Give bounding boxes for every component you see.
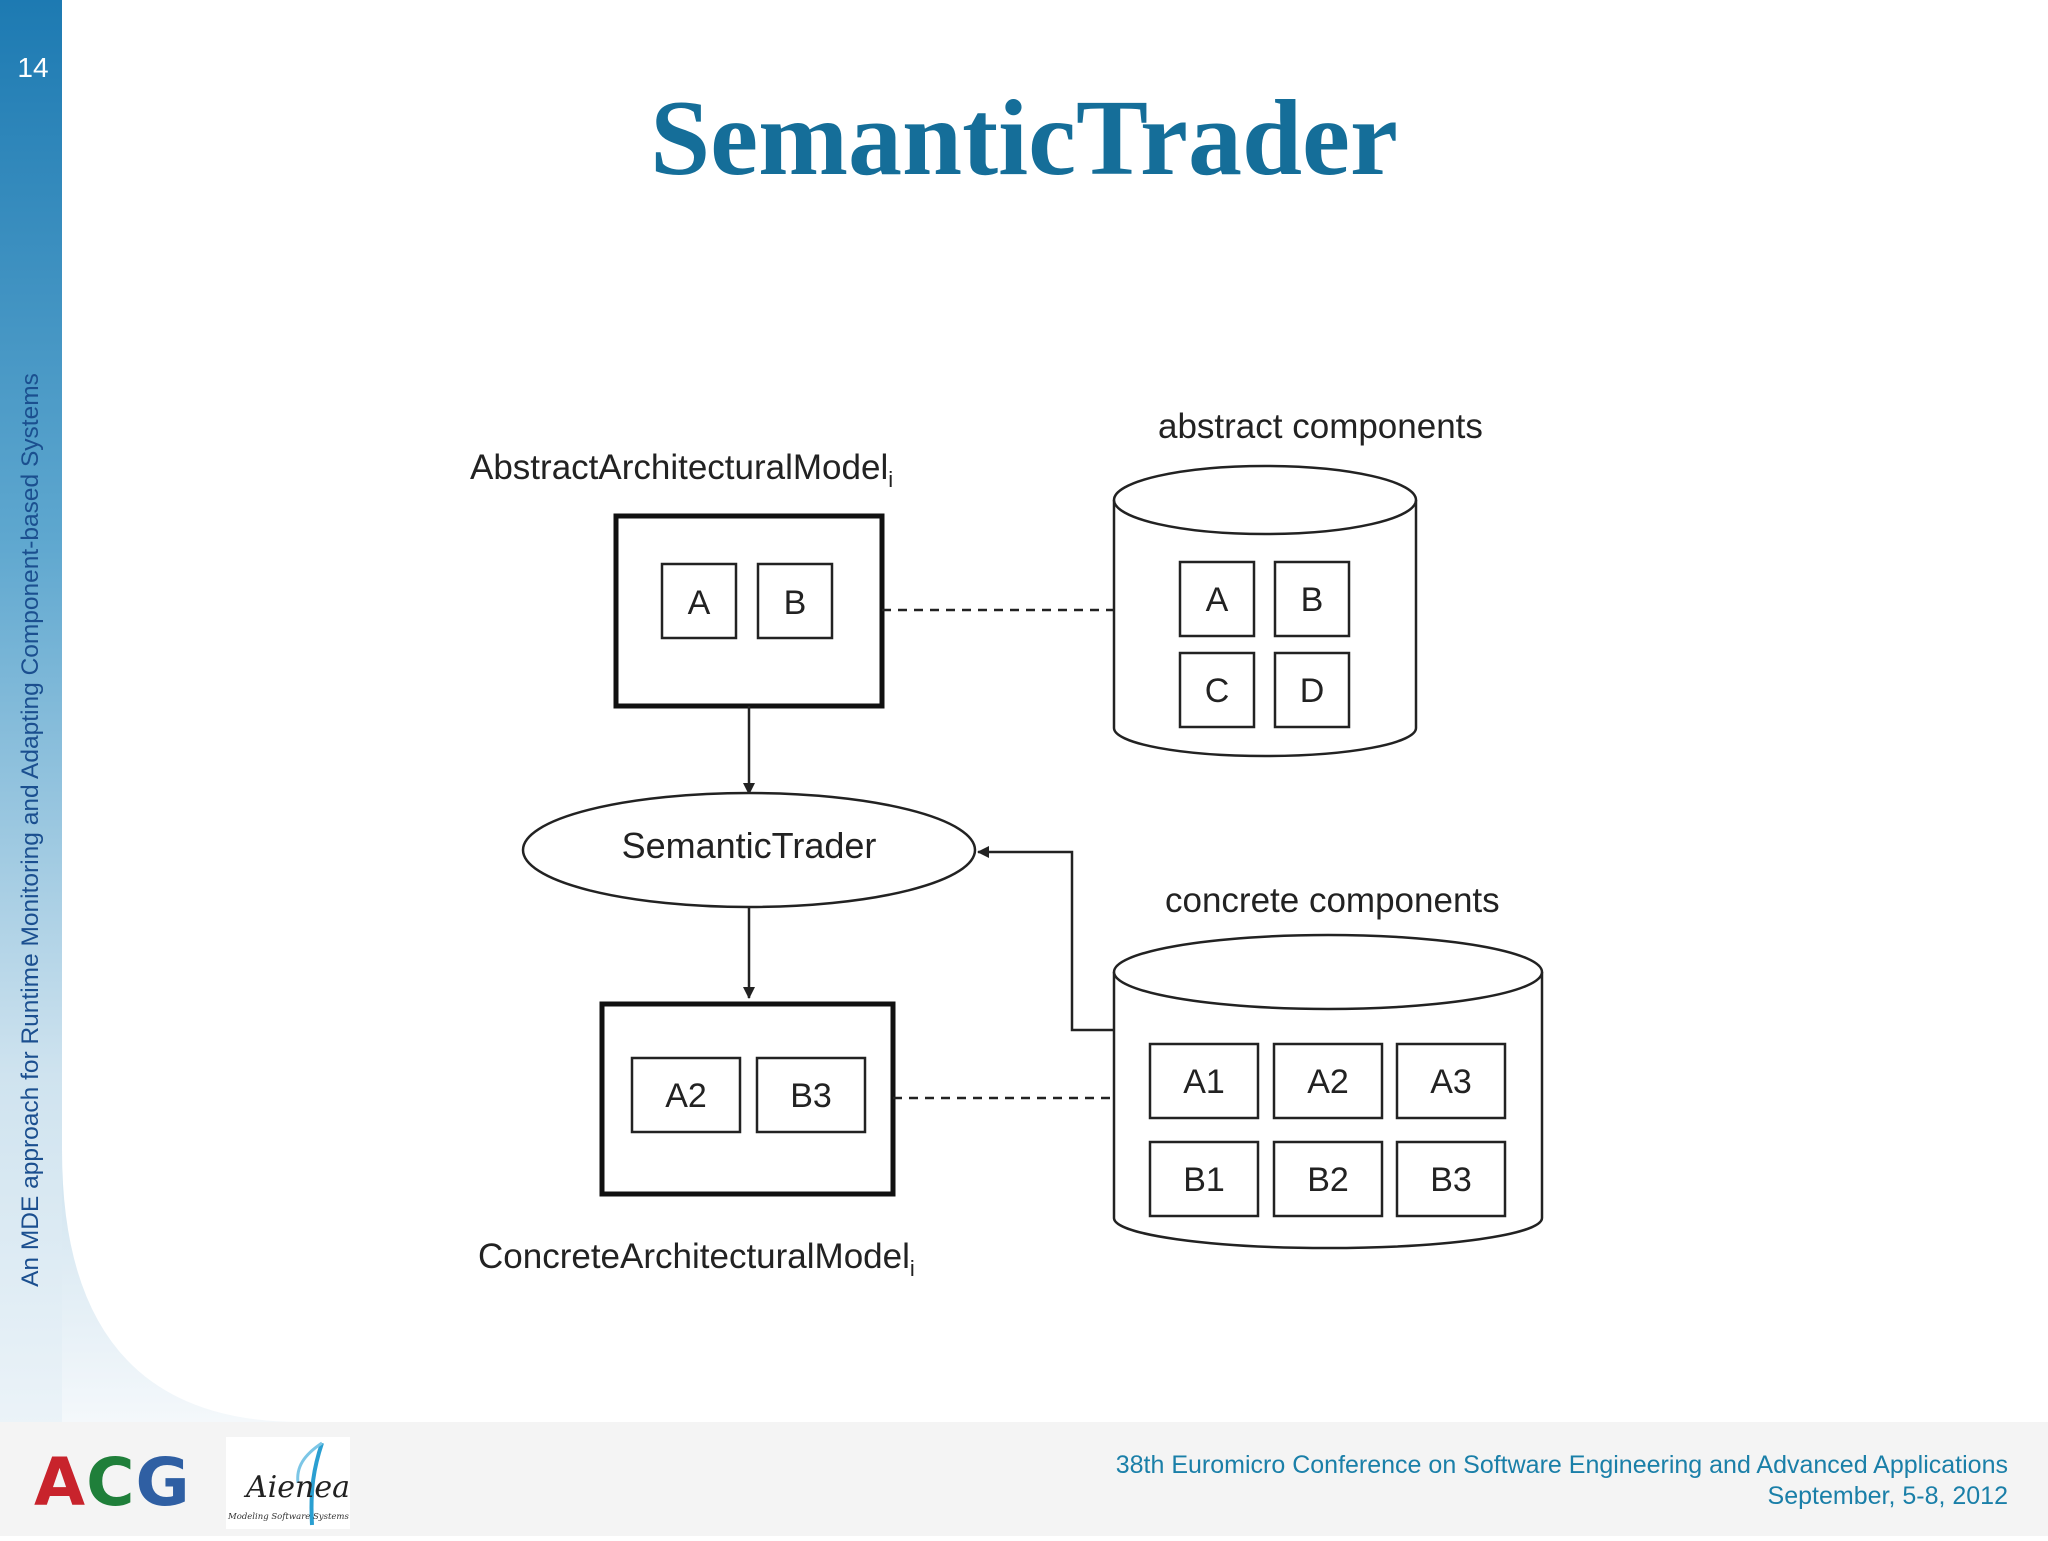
arrow-repo-to-trader bbox=[977, 846, 1114, 1032]
footer-conference-name: 38th Euromicro Conference on Software En… bbox=[1115, 1451, 2008, 1479]
concrete-repo-component-b1: B1 bbox=[1148, 1140, 1260, 1218]
aienea-logo-graphic: Aienea Modeling Software Systems bbox=[227, 1441, 350, 1526]
concrete-repository-label: concrete components bbox=[1165, 881, 1500, 920]
svg-text:B2: B2 bbox=[1307, 1161, 1349, 1199]
svg-text:A2: A2 bbox=[1307, 1063, 1349, 1101]
abstract-repository-label: abstract components bbox=[1158, 407, 1483, 446]
abstract-model-component-a: A bbox=[660, 562, 738, 640]
sidebar-gradient bbox=[0, 0, 62, 1536]
concrete-repo-component-b3: B3 bbox=[1395, 1140, 1507, 1218]
concrete-repo-component-a2: A2 bbox=[1272, 1042, 1384, 1120]
aienea-logo-text: Aienea bbox=[243, 1470, 350, 1505]
acg-logo-letter-c: C bbox=[86, 1444, 136, 1521]
concrete-model-component-a2: A2 bbox=[630, 1056, 742, 1134]
diagram: AbstractArchitecturalModeli A B abstract… bbox=[470, 407, 1544, 1281]
concrete-model-label: ConcreteArchitecturalModeli bbox=[478, 1237, 915, 1281]
aienea-logo-tagline: Modeling Software Systems bbox=[227, 1512, 349, 1522]
footer-conference-dates: September, 5-8, 2012 bbox=[1767, 1482, 2008, 1510]
svg-text:A: A bbox=[1206, 581, 1229, 619]
footer-conference-info: 38th Euromicro Conference on Software En… bbox=[1116, 1450, 2008, 1512]
svg-text:A2: A2 bbox=[665, 1077, 707, 1115]
svg-text:D: D bbox=[1300, 672, 1325, 710]
svg-text:B: B bbox=[1301, 581, 1324, 619]
abstract-model-component-b: B bbox=[756, 562, 834, 640]
acg-logo-letter-g: G bbox=[135, 1444, 191, 1521]
svg-text:B: B bbox=[784, 584, 807, 622]
svg-text:A1: A1 bbox=[1183, 1063, 1225, 1101]
acg-logo: ACG bbox=[34, 1450, 191, 1516]
concrete-repo-component-a3: A3 bbox=[1395, 1042, 1507, 1120]
corner-curve bbox=[62, 1150, 300, 1422]
abstract-repo-component-d: D bbox=[1273, 651, 1351, 729]
svg-text:B3: B3 bbox=[1430, 1161, 1472, 1199]
sidebar bbox=[0, 0, 62, 1536]
svg-text:B3: B3 bbox=[790, 1077, 832, 1115]
svg-text:B1: B1 bbox=[1183, 1161, 1225, 1199]
abstract-model-box bbox=[613, 513, 885, 709]
svg-text:A3: A3 bbox=[1430, 1063, 1472, 1101]
concrete-model-component-b3: B3 bbox=[755, 1056, 867, 1134]
concrete-repo-component-b2: B2 bbox=[1272, 1140, 1384, 1218]
abstract-repo-component-b: B bbox=[1273, 560, 1351, 638]
abstract-model-label: AbstractArchitecturalModeli bbox=[470, 448, 893, 492]
slide-number: 14 bbox=[17, 52, 49, 83]
page-title: SemanticTrader bbox=[650, 79, 1398, 198]
abstract-repo-component-c: C bbox=[1178, 651, 1256, 729]
abstract-repo-component-a: A bbox=[1178, 560, 1256, 638]
acg-logo-letter-a: A bbox=[34, 1444, 87, 1521]
concrete-repo-component-a1: A1 bbox=[1148, 1042, 1260, 1120]
semantic-trader-label: SemanticTrader bbox=[622, 825, 877, 866]
abstract-repository-cylinder bbox=[1112, 464, 1418, 758]
svg-text:A: A bbox=[688, 584, 711, 622]
aienea-logo: Aienea Modeling Software Systems bbox=[226, 1437, 350, 1529]
svg-text:C: C bbox=[1205, 672, 1230, 710]
